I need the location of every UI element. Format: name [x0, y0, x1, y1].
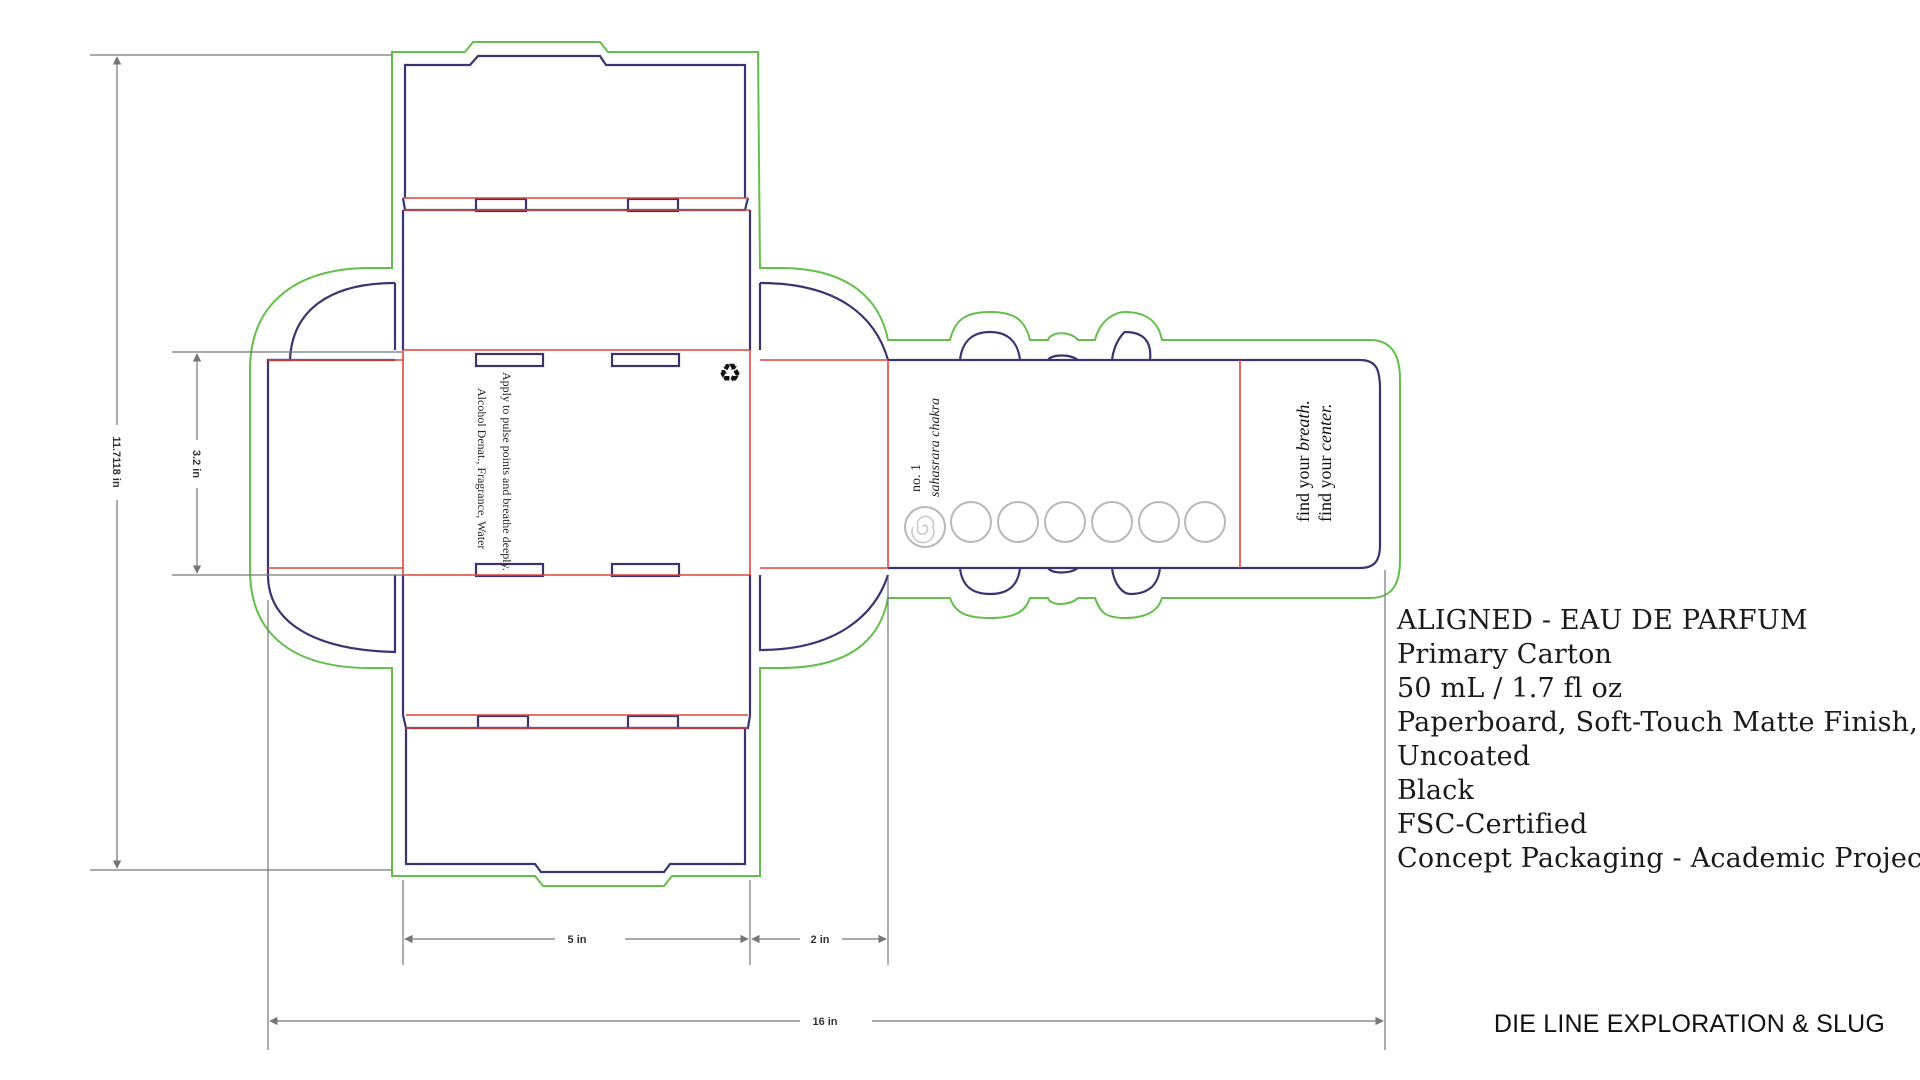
- page-footer-title: DIE LINE EXPLORATION & SLUG: [1493, 1010, 1885, 1038]
- slug-line-component: Primary Carton: [1397, 639, 1613, 670]
- tagline-breath-emph: breath.: [1293, 400, 1313, 451]
- tagline-breath: find your breath.: [1293, 400, 1313, 522]
- chakra-circle: [1184, 501, 1226, 543]
- chakra-circle: [1044, 501, 1086, 543]
- slug-line-color: Black: [1397, 775, 1475, 806]
- bleed-outline: [249, 41, 1401, 887]
- spiral-circle-icon: [904, 506, 946, 548]
- dim-label-panel-width: 5 in: [568, 934, 587, 946]
- slug-info: ALIGNED - EAU DE PARFUM Primary Carton 5…: [1397, 604, 1920, 876]
- slug-line-project: Concept Packaging - Academic Project: [1397, 843, 1920, 874]
- tagline-center: find your center.: [1315, 404, 1335, 522]
- dim-label-side-width: 2 in: [811, 934, 830, 946]
- chakra-circle: [1138, 501, 1180, 543]
- chakra-circle: [950, 501, 992, 543]
- front-panel-number: no. 1: [909, 464, 924, 492]
- tagline-center-emph: center.: [1315, 404, 1335, 451]
- slug-line-certification: FSC-Certified: [1397, 809, 1588, 840]
- cut-lines: [266, 54, 1382, 874]
- dim-label-panel-height: 3.2 in: [190, 450, 202, 478]
- tagline-breath-prefix: find your: [1293, 451, 1313, 522]
- dim-label-total-width: 16 in: [812, 1016, 837, 1028]
- chakra-circle: [1091, 501, 1133, 543]
- dimension-lines: [90, 54, 1386, 1050]
- fold-lines: [268, 197, 1241, 729]
- slug-line-coating: Uncoated: [1397, 741, 1531, 772]
- front-panel-chakra-name: sahasrara chakra: [928, 398, 943, 497]
- spiral-icon: [911, 515, 935, 544]
- chakra-circle: [997, 501, 1039, 543]
- dim-label-height: 11.7118 in: [110, 436, 122, 488]
- slug-line-product: ALIGNED - EAU DE PARFUM: [1397, 605, 1808, 636]
- recycle-icon: ♻: [718, 359, 741, 389]
- tagline-center-prefix: find your: [1315, 451, 1335, 522]
- back-panel-ingredients: Alcohol Denat., Fragrance, Water: [475, 388, 489, 549]
- slug-line-material: Paperboard, Soft-Touch Matte Finish,: [1397, 707, 1919, 738]
- slug-line-volume: 50 mL / 1.7 fl oz: [1397, 673, 1623, 704]
- back-panel-directions: Apply to pulse points and breathe deeply…: [500, 372, 514, 571]
- chakra-circles: [904, 501, 1226, 548]
